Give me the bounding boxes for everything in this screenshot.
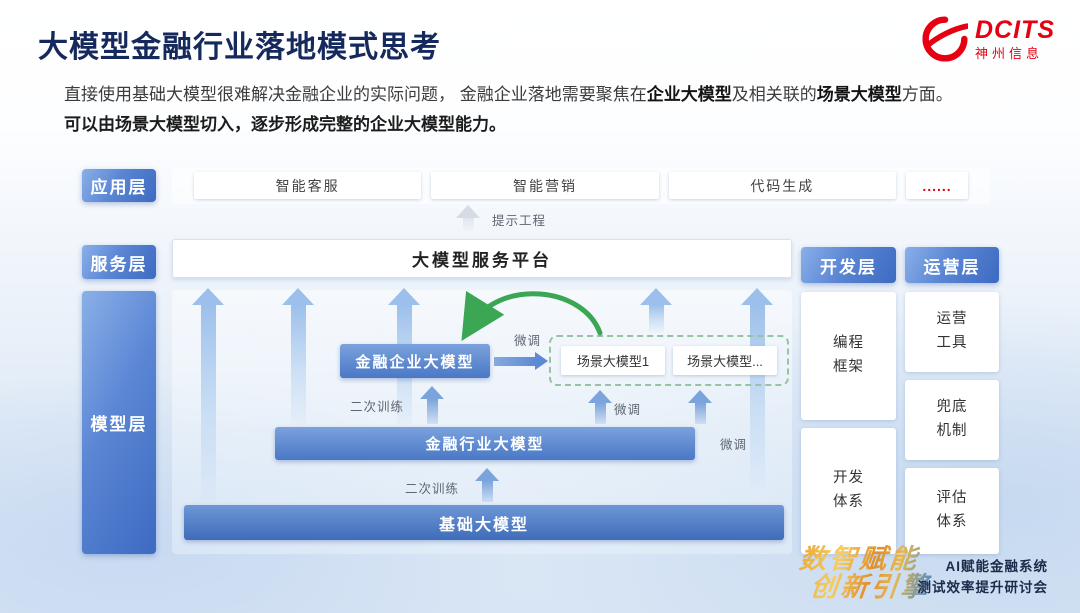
ops-item-tools-label: 运营工具 xyxy=(936,311,968,351)
flow-up-arrow-2 xyxy=(282,288,314,425)
watermark-line-1: 数智赋能 xyxy=(797,544,922,574)
arrow-shaft xyxy=(749,305,765,488)
dcits-swoosh-icon xyxy=(922,16,968,62)
retrain-up-arrow-2 xyxy=(475,468,499,502)
arrow-head xyxy=(475,468,499,481)
ops-item-fallback-label: 兜底机制 xyxy=(936,399,968,439)
arrow-shaft xyxy=(481,481,493,502)
arrow-shaft xyxy=(462,218,474,232)
layer-tag-ops: 运营层 xyxy=(905,247,999,283)
event-line-2: 测试效率提升研讨会 xyxy=(917,579,1048,595)
logo-brand-text: DCITS xyxy=(975,16,1055,45)
finetune-label-1: 微调 xyxy=(614,403,642,417)
dev-item-framework-label: 编程框架 xyxy=(832,335,864,375)
flow-up-arrow-1 xyxy=(192,288,224,502)
dev-item-system-label: 开发体系 xyxy=(832,470,864,510)
intro-seg-1: 直接使用基础大模型很难解决金融企业的实际问题， 金融企业落地需要聚焦在 xyxy=(64,85,647,104)
service-platform-box: 大模型服务平台 xyxy=(172,239,792,278)
arrow-head xyxy=(282,288,314,305)
scenario-model-1-box: 场景大模型1 xyxy=(561,346,665,375)
retrain-up-arrow-1 xyxy=(420,386,444,424)
industry-model-box: 金融行业大模型 xyxy=(275,427,695,460)
arrow-head xyxy=(192,288,224,305)
layer-tag-app: 应用层 xyxy=(82,169,156,202)
dcits-logo: DCITS 神州信息 xyxy=(922,16,1055,62)
event-info: AI赋能金融系统 测试效率提升研讨会 xyxy=(918,557,1049,599)
flow-up-arrow-4 xyxy=(640,288,672,333)
arrow-shaft xyxy=(426,399,438,424)
app-item-marketing: 智能营销 xyxy=(431,172,659,199)
arrow-shaft xyxy=(694,403,706,424)
ops-item-fallback: 兜底机制 xyxy=(905,380,999,460)
arrow-head xyxy=(588,390,612,403)
intro-line-1: 直接使用基础大模型很难解决金融企业的实际问题， 金融企业落地需要聚焦在企业大模型… xyxy=(64,80,1029,110)
ops-item-evaluation: 评估体系 xyxy=(905,468,999,554)
scenario-models-group: 场景大模型1 场景大模型... xyxy=(549,335,789,386)
layer-tag-service: 服务层 xyxy=(82,245,156,279)
event-watermark: 数智赋能 创新引擎 xyxy=(795,545,935,602)
arrow-head xyxy=(535,352,548,370)
prompt-up-arrow-icon xyxy=(456,205,480,232)
intro-bold-1: 企业大模型 xyxy=(646,85,732,104)
intro-seg-2: 及相关联的 xyxy=(731,85,817,104)
arrow-head xyxy=(456,205,480,218)
intro-bold-2: 场景大模型 xyxy=(816,85,902,104)
ops-item-tools: 运营工具 xyxy=(905,292,999,372)
retrain-label-2: 二次训练 xyxy=(405,482,460,496)
arrow-head xyxy=(741,288,773,305)
logo-company-text: 神州信息 xyxy=(975,45,1044,61)
enterprise-to-scenario-arrow-icon xyxy=(494,352,548,370)
base-model-box: 基础大模型 xyxy=(184,505,784,540)
event-line-1: AI赋能金融系统 xyxy=(945,559,1048,574)
finetune-label-green: 微调 xyxy=(514,334,542,348)
layer-tag-model: 模型层 xyxy=(82,291,156,554)
app-item-customer-service: 智能客服 xyxy=(194,172,422,199)
scenario-model-more-box: 场景大模型... xyxy=(673,346,777,375)
arrow-shaft xyxy=(200,305,216,502)
ops-item-evaluation-label: 评估体系 xyxy=(936,490,968,530)
watermark-line-2: 创新引擎 xyxy=(808,572,933,603)
app-item-codegen: 代码生成 xyxy=(668,172,896,199)
prompt-engineering-label: 提示工程 xyxy=(492,214,547,228)
flow-up-arrow-5 xyxy=(741,288,773,488)
enterprise-model-box: 金融企业大模型 xyxy=(340,344,490,378)
dev-item-framework: 编程框架 xyxy=(801,292,896,420)
intro-line-2: 可以由场景大模型切入，逐步形成完整的企业大模型能力。 xyxy=(64,114,506,134)
arrow-head xyxy=(420,386,444,399)
arrow-head xyxy=(388,288,420,305)
arrow-head xyxy=(640,288,672,305)
arrow-head xyxy=(688,390,712,403)
layer-tag-dev: 开发层 xyxy=(801,247,896,283)
intro-text: 直接使用基础大模型很难解决金融企业的实际问题， 金融企业落地需要聚焦在企业大模型… xyxy=(64,80,1029,140)
page-title: 大模型金融行业落地模式思考 xyxy=(38,31,441,64)
finetune-label-2: 微调 xyxy=(720,438,748,452)
finetune-up-arrow-1 xyxy=(588,390,612,424)
dev-item-system: 开发体系 xyxy=(801,428,896,554)
arrow-shaft xyxy=(494,356,535,366)
logo-texts: DCITS 神州信息 xyxy=(975,17,1055,61)
finetune-up-arrow-2 xyxy=(688,390,712,424)
intro-seg-3: 方面。 xyxy=(901,85,953,104)
arrow-shaft xyxy=(594,403,606,424)
arrow-shaft xyxy=(290,305,306,425)
app-item-more: ...... xyxy=(905,172,968,199)
retrain-label-1: 二次训练 xyxy=(350,400,405,414)
arrow-shaft xyxy=(648,305,664,333)
app-items-row: 智能客服 智能营销 代码生成 ...... xyxy=(172,167,990,204)
